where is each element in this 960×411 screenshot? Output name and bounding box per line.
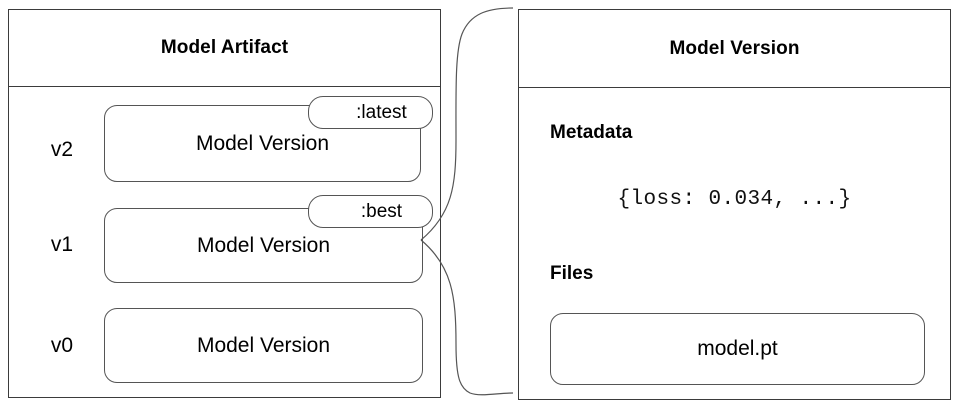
metadata-value: {loss: 0.034, ...} [617,188,852,211]
tag-best-label: :best [360,200,403,222]
model-version-header: Model Version [519,10,950,88]
metadata-heading: Metadata [550,122,633,143]
model-version-box-v1-label: Model Version [196,233,331,257]
tag-latest-label: :latest [356,101,407,123]
model-version-box-v0[interactable]: Model Version [104,308,423,383]
file-item-model-pt-label: model.pt [697,337,778,360]
model-artifact-title: Model Artifact [160,37,289,58]
model-artifact-header: Model Artifact [9,10,440,87]
model-version-title: Model Version [669,37,800,59]
version-label-v1: v1 [50,233,74,256]
tag-latest[interactable]: :latest [308,96,433,129]
file-item-model-pt[interactable]: model.pt [550,313,925,385]
files-heading: Files [550,263,594,284]
version-label-v0: v0 [50,334,74,357]
version-label-v2: v2 [50,138,74,161]
model-version-box-v0-label: Model Version [196,333,331,357]
model-version-detail-panel: Model Version Metadata {loss: 0.034, ...… [518,9,951,400]
tag-best[interactable]: :best [308,195,433,228]
model-version-box-v2-label: Model Version [195,131,330,155]
